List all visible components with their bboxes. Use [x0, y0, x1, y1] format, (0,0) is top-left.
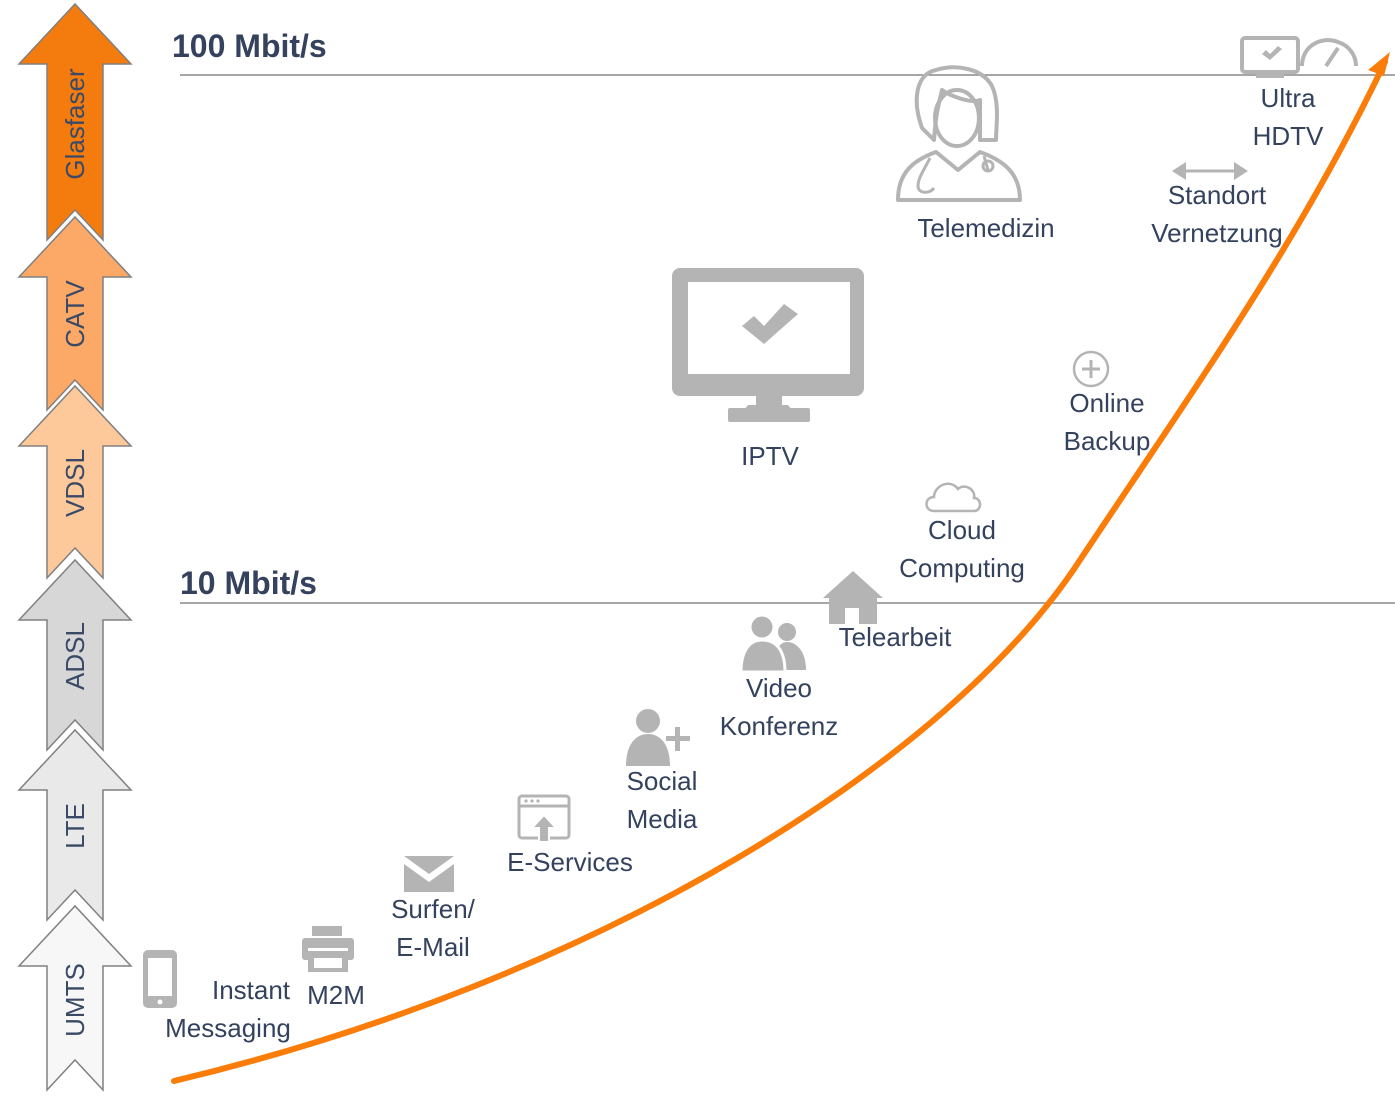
label-line: Standort [1167, 180, 1267, 210]
printer-icon [302, 926, 354, 972]
arrow-label-catv: CATV [60, 280, 90, 348]
label-video-konferenz: Video Konferenz [712, 669, 846, 745]
growth-curve [171, 59, 1388, 1084]
label-m2m: M2M [296, 976, 376, 1014]
label-line: Cloud [928, 515, 996, 545]
arrow-label-lte: LTE [60, 803, 90, 849]
browser-upload-icon [517, 794, 571, 843]
label-line: Konferenz [719, 711, 839, 741]
arrow-umts [17, 904, 133, 1092]
label-surfen-email: Surfen/ E-Mail [378, 890, 488, 966]
arrow-label-glasfaser: Glasfaser [60, 68, 90, 180]
arrow-catv [17, 215, 133, 412]
label-cloud-computing: Cloud Computing [888, 511, 1036, 587]
label-line: Ultra [1260, 83, 1316, 113]
label-e-services: E-Services [500, 843, 640, 881]
label-line: Messaging [165, 1013, 291, 1043]
cloud-icon [925, 482, 982, 513]
monitor-check-icon [672, 268, 864, 422]
arrow-label-umts: UMTS [60, 963, 90, 1037]
label-line: Media [626, 804, 698, 834]
arrow-lte [17, 728, 133, 922]
smartphone-icon [143, 950, 177, 1008]
growth-curve-arrowhead [1368, 52, 1390, 76]
speed-label-10: 10 Mbit/s [180, 565, 317, 601]
arrow-glasfaser [17, 2, 133, 242]
label-line: Computing [899, 553, 1025, 583]
home-icon [823, 571, 883, 624]
label-line: IPTV [741, 441, 799, 471]
arrow-adsl [17, 558, 133, 752]
label-ultra-hdtv: Ultra HDTV [1238, 79, 1338, 155]
envelope-icon [404, 856, 454, 892]
label-line: Instant [211, 975, 291, 1005]
label-line: Online [1069, 388, 1145, 418]
technology-arrow-stack [17, 2, 133, 1092]
users-icon [739, 613, 806, 674]
label-online-backup: Online Backup [1052, 384, 1162, 460]
label-line: Vernetzung [1151, 218, 1283, 248]
label-line: E-Services [507, 847, 633, 877]
label-line: Telearbeit [838, 622, 952, 652]
speed-label-100: 100 Mbit/s [172, 28, 327, 64]
label-line: M2M [307, 980, 365, 1010]
label-line: HDTV [1252, 121, 1324, 151]
arrow-label-adsl: ADSL [60, 622, 90, 690]
label-telearbeit: Telearbeit [830, 618, 960, 656]
label-telemedizin: Telemedizin [900, 209, 1072, 247]
label-standort-vernetzung: Standort Vernetzung [1140, 176, 1294, 252]
label-line: Video [745, 673, 813, 703]
user-add-icon [626, 709, 690, 766]
double-arrow-icon [1172, 162, 1248, 180]
label-line: E-Mail [396, 932, 470, 962]
plus-circle-icon [1072, 350, 1110, 388]
label-line: Social [626, 766, 698, 796]
monitor-gauge-icon [1240, 36, 1358, 78]
arrow-vdsl [17, 384, 133, 580]
label-social-media: Social Media [612, 762, 712, 838]
label-iptv: IPTV [720, 437, 820, 475]
label-line: Surfen/ [391, 894, 475, 924]
doctor-icon [896, 65, 1022, 202]
label-instant-messaging: Instant Messaging [158, 971, 298, 1047]
label-line: Backup [1063, 426, 1151, 456]
label-line: Telemedizin [917, 213, 1055, 243]
